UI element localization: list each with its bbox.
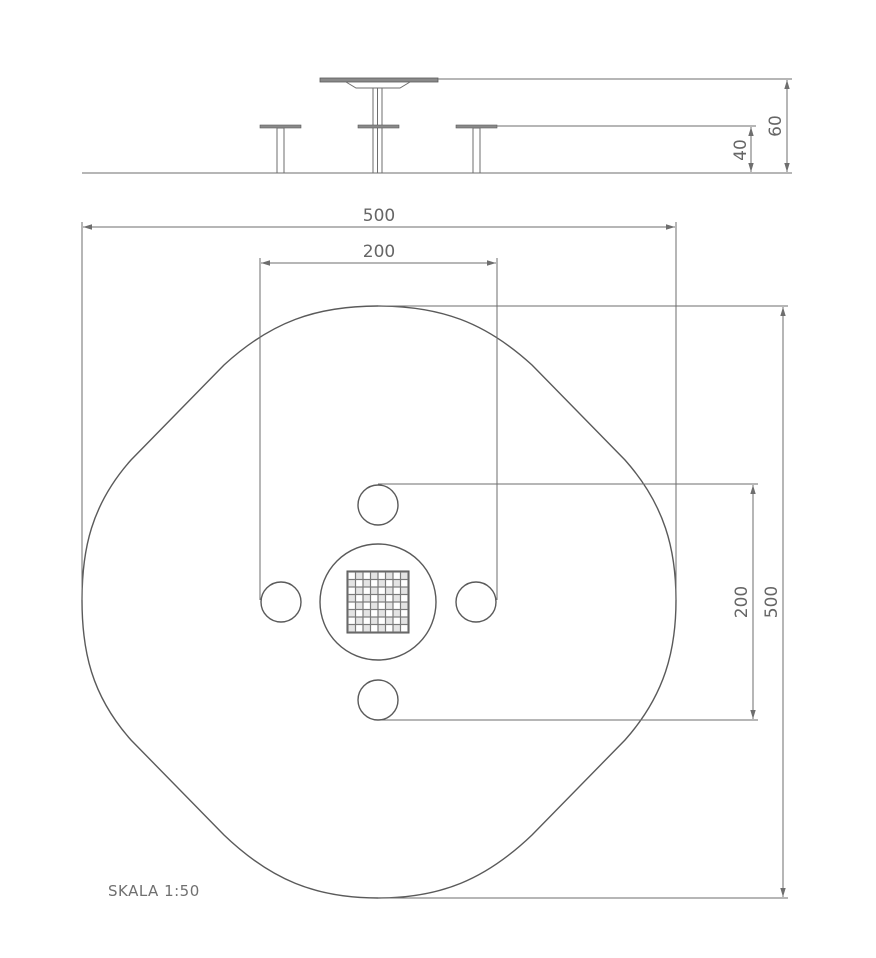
chessboard-square [371, 580, 378, 587]
chessboard-square [386, 617, 393, 624]
chessboard-square [401, 610, 408, 617]
chessboard-square [378, 580, 385, 587]
chessboard-square [356, 610, 363, 617]
chessboard-square [348, 617, 355, 624]
chessboard-square [356, 595, 363, 602]
chessboard-square [386, 572, 393, 579]
chessboard-square [378, 595, 385, 602]
chessboard-square [371, 572, 378, 579]
chessboard-square [393, 610, 400, 617]
chessboard-square [356, 602, 363, 609]
chessboard-square [371, 617, 378, 624]
chessboard-square [386, 580, 393, 587]
chessboard-square [348, 625, 355, 632]
chessboard-square [363, 572, 370, 579]
chessboard-square [348, 587, 355, 594]
chessboard-square [371, 610, 378, 617]
dim-label-200-vertical: 200 [732, 586, 752, 618]
chessboard-square [401, 587, 408, 594]
scale-label: SKALA 1:50 [108, 882, 200, 900]
plan-view: 500 200 500 200 [81, 206, 788, 899]
seat-left-side [259, 124, 302, 174]
chessboard-square [393, 617, 400, 624]
chessboard-square [393, 580, 400, 587]
seat-top [357, 484, 399, 526]
chessboard-square [378, 572, 385, 579]
chessboard-square [348, 610, 355, 617]
chessboard-square [356, 572, 363, 579]
chessboard-square [393, 587, 400, 594]
chessboard-square [401, 625, 408, 632]
chessboard-square [363, 580, 370, 587]
chessboard-square [356, 587, 363, 594]
chessboard-square [371, 625, 378, 632]
chessboard-square [356, 625, 363, 632]
chessboard-square [378, 617, 385, 624]
chessboard-square [363, 625, 370, 632]
chessboard-square [363, 602, 370, 609]
dim-label-200-horizontal: 200 [363, 242, 395, 262]
chessboard-square [386, 587, 393, 594]
chessboard-square [371, 602, 378, 609]
chessboard [346, 570, 410, 634]
chessboard-square [356, 617, 363, 624]
chessboard-square [386, 625, 393, 632]
chessboard-square [393, 572, 400, 579]
chessboard-square [401, 602, 408, 609]
chessboard-square [401, 572, 408, 579]
chessboard-square [378, 602, 385, 609]
chessboard-square [386, 610, 393, 617]
dim-label-500-vertical: 500 [762, 586, 782, 618]
chessboard-square [363, 587, 370, 594]
chessboard-square [348, 580, 355, 587]
chessboard-square [363, 617, 370, 624]
chessboard-square [393, 595, 400, 602]
chessboard-square [371, 595, 378, 602]
chessboard-square [348, 572, 355, 579]
chessboard-square [348, 602, 355, 609]
seat-bottom [357, 679, 399, 721]
chessboard-square [363, 595, 370, 602]
dim-label-500-horizontal: 500 [363, 206, 395, 226]
chessboard-square [393, 602, 400, 609]
chessboard-square [378, 625, 385, 632]
seat-left [260, 581, 302, 623]
chessboard-square [363, 610, 370, 617]
chessboard-square [386, 602, 393, 609]
chessboard-square [356, 580, 363, 587]
chessboard-square [378, 587, 385, 594]
table-top [319, 77, 439, 83]
dim-label-40: 40 [731, 139, 751, 161]
side-view: 60 40 [82, 77, 792, 174]
seat-right [455, 581, 497, 623]
seat-right-side [455, 124, 498, 174]
chessboard-square [401, 580, 408, 587]
chessboard-square [393, 625, 400, 632]
chessboard-square [401, 617, 408, 624]
chessboard-square [378, 610, 385, 617]
chessboard-square [371, 587, 378, 594]
chessboard-square [386, 595, 393, 602]
chessboard-square [348, 595, 355, 602]
chessboard-square [401, 595, 408, 602]
seat-center-side [357, 124, 400, 129]
table-top-plan [319, 543, 437, 661]
dim-label-60: 60 [766, 115, 786, 137]
